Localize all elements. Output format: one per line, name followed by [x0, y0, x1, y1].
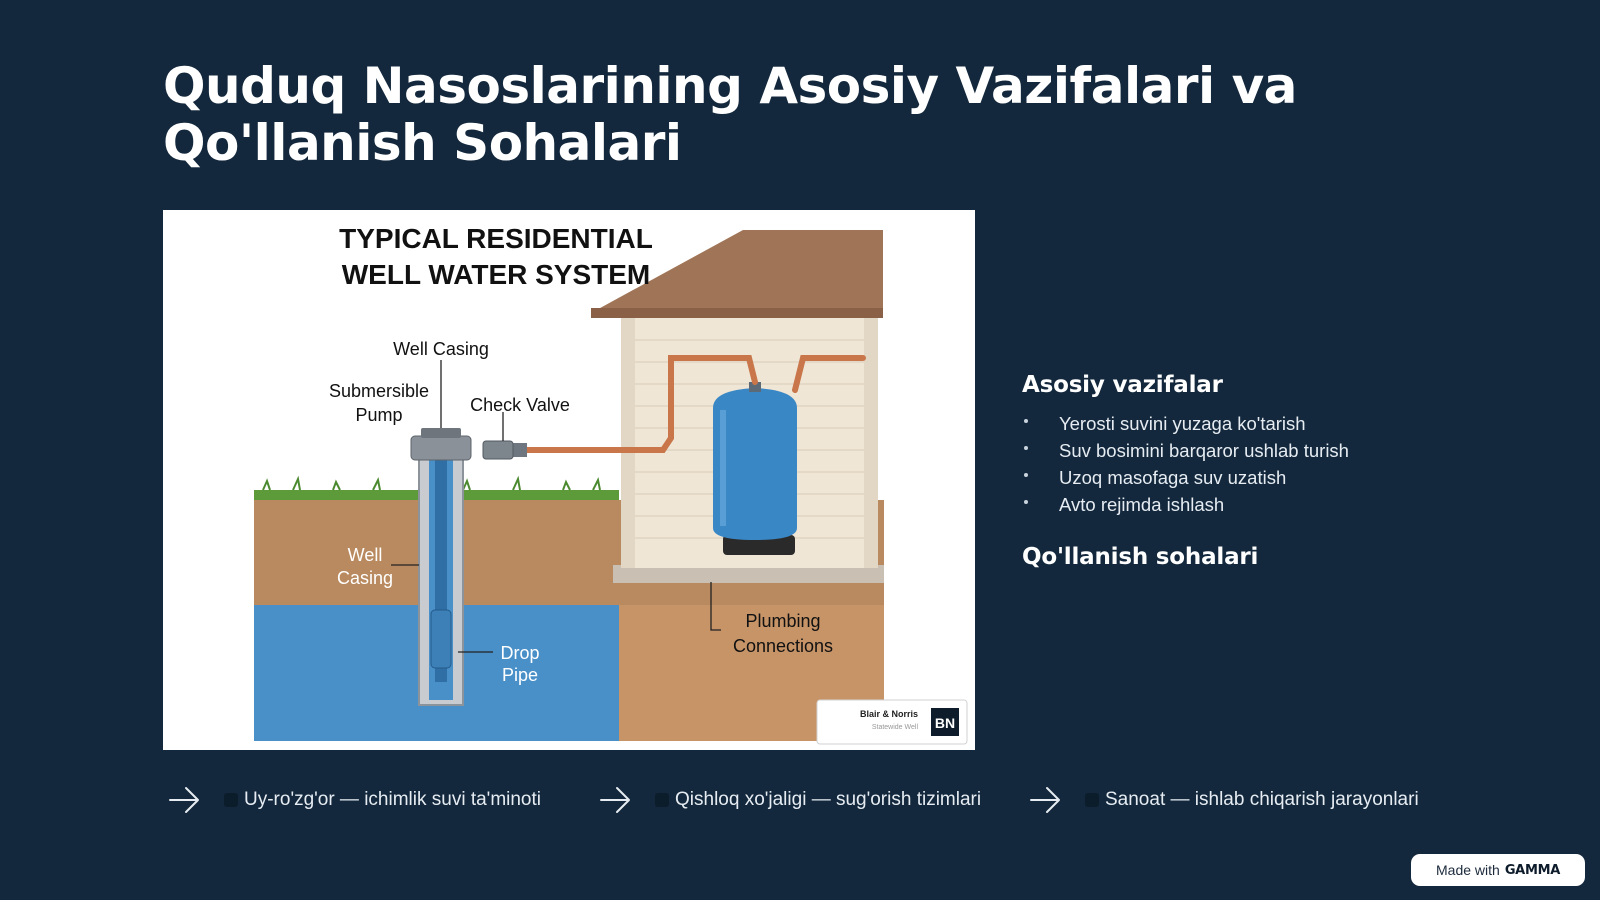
watermark-company: Blair & Norris: [860, 709, 918, 719]
applications-heading: Qo'llanish sohalari: [1022, 544, 1259, 570]
application-item-household: Uy-ro'zg'or — ichimlik suvi ta'minoti: [168, 782, 541, 818]
bullet-icon: [1024, 419, 1028, 423]
plant-emoji-icon: [655, 793, 669, 807]
label-well-casing-side-line-1: Well: [348, 545, 383, 565]
label-plumbing-line-1: Plumbing: [745, 611, 820, 631]
bullet-icon: [1024, 500, 1028, 504]
application-text: Uy-ro'zg'or — ichimlik suvi ta'minoti: [244, 789, 541, 810]
diagram-title-line-1: TYPICAL RESIDENTIAL: [339, 223, 653, 254]
page-title-line-2: Qo'llanish Sohalari: [163, 114, 682, 172]
application-item-agriculture: Qishloq xo'jaligi — sug'orish tizimlari: [599, 782, 981, 818]
well-system-illustration: TYPICAL RESIDENTIAL WELL WATER SYSTEM We…: [163, 210, 975, 750]
bullet-icon: [1024, 473, 1028, 477]
application-text: Qishloq xo'jaligi — sug'orish tizimlari: [675, 789, 982, 810]
check-valve: [482, 440, 514, 460]
list-item-text: Suv bosimini barqaror ushlab turish: [1059, 440, 1349, 461]
application-item-industry: Sanoat — ishlab chiqarish jarayonlari: [1029, 782, 1419, 818]
well-cap: [410, 435, 472, 461]
label-check-valve: Check Valve: [470, 395, 570, 415]
page-title: Quduq Nasoslarining Asosiy Vazifalari va…: [163, 58, 1413, 172]
diagram-title-line-2: WELL WATER SYSTEM: [342, 259, 651, 290]
list-item: Suv bosimini barqaror ushlab turish: [1022, 437, 1542, 464]
watermark-logo-bg: [931, 708, 959, 736]
list-item: Yerosti suvini yuzaga ko'tarish: [1022, 410, 1542, 437]
main-functions-list: Yerosti suvini yuzaga ko'tarish Suv bosi…: [1022, 410, 1542, 518]
pressure-tank: [713, 388, 797, 540]
well-system-diagram: TYPICAL RESIDENTIAL WELL WATER SYSTEM We…: [163, 210, 975, 750]
house-branch-pipe: [792, 355, 866, 393]
arrow-right-icon: [169, 787, 199, 813]
main-functions-heading: Asosiy vazifalar: [1022, 372, 1223, 398]
list-item: Uzoq masofaga suv uzatish: [1022, 464, 1542, 491]
list-item: Avto rejimda ishlash: [1022, 491, 1542, 518]
tank-base: [723, 535, 795, 555]
submersible-pump: [430, 609, 452, 669]
functions-panel: Asosiy vazifalar Yerosti suvini yuzaga k…: [1022, 372, 1542, 570]
gamma-logo: GAMMA: [1504, 862, 1560, 878]
label-plumbing-line-2: Connections: [733, 636, 833, 656]
label-drop-pipe-line-2: Pipe: [502, 665, 538, 685]
page-title-line-1: Quduq Nasoslarining Asosiy Vazifalari va: [163, 57, 1297, 115]
label-submersible-pump-line-1: Submersible: [329, 381, 429, 401]
house-roof: [591, 230, 883, 313]
bullet-icon: [1024, 446, 1028, 450]
watermark-tagline: Statewide Well: [872, 724, 919, 731]
label-drop-pipe-line-1: Drop: [500, 643, 539, 663]
made-with-gamma-badge[interactable]: Made with GAMMA: [1411, 854, 1585, 886]
list-item-text: Uzoq masofaga suv uzatish: [1059, 467, 1287, 488]
arrow-right-icon: [1030, 787, 1060, 813]
label-well-casing-top: Well Casing: [393, 339, 489, 359]
list-item-text: Avto rejimda ishlash: [1059, 494, 1225, 515]
house-emoji-icon: [224, 793, 238, 807]
label-well-casing-side-line-2: Casing: [337, 568, 393, 588]
list-item-text: Yerosti suvini yuzaga ko'tarish: [1059, 413, 1306, 434]
label-submersible-pump-line-2: Pump: [355, 405, 402, 425]
main-supply-pipe: [510, 355, 758, 453]
arrow-right-icon: [600, 787, 630, 813]
watermark-box: [816, 699, 968, 745]
application-text: Sanoat — ishlab chiqarish jarayonlari: [1105, 789, 1419, 810]
made-with-label: Made with: [1436, 862, 1500, 878]
watermark-logo: BN: [935, 715, 955, 731]
house-foundation: [613, 565, 884, 583]
factory-emoji-icon: [1085, 793, 1099, 807]
